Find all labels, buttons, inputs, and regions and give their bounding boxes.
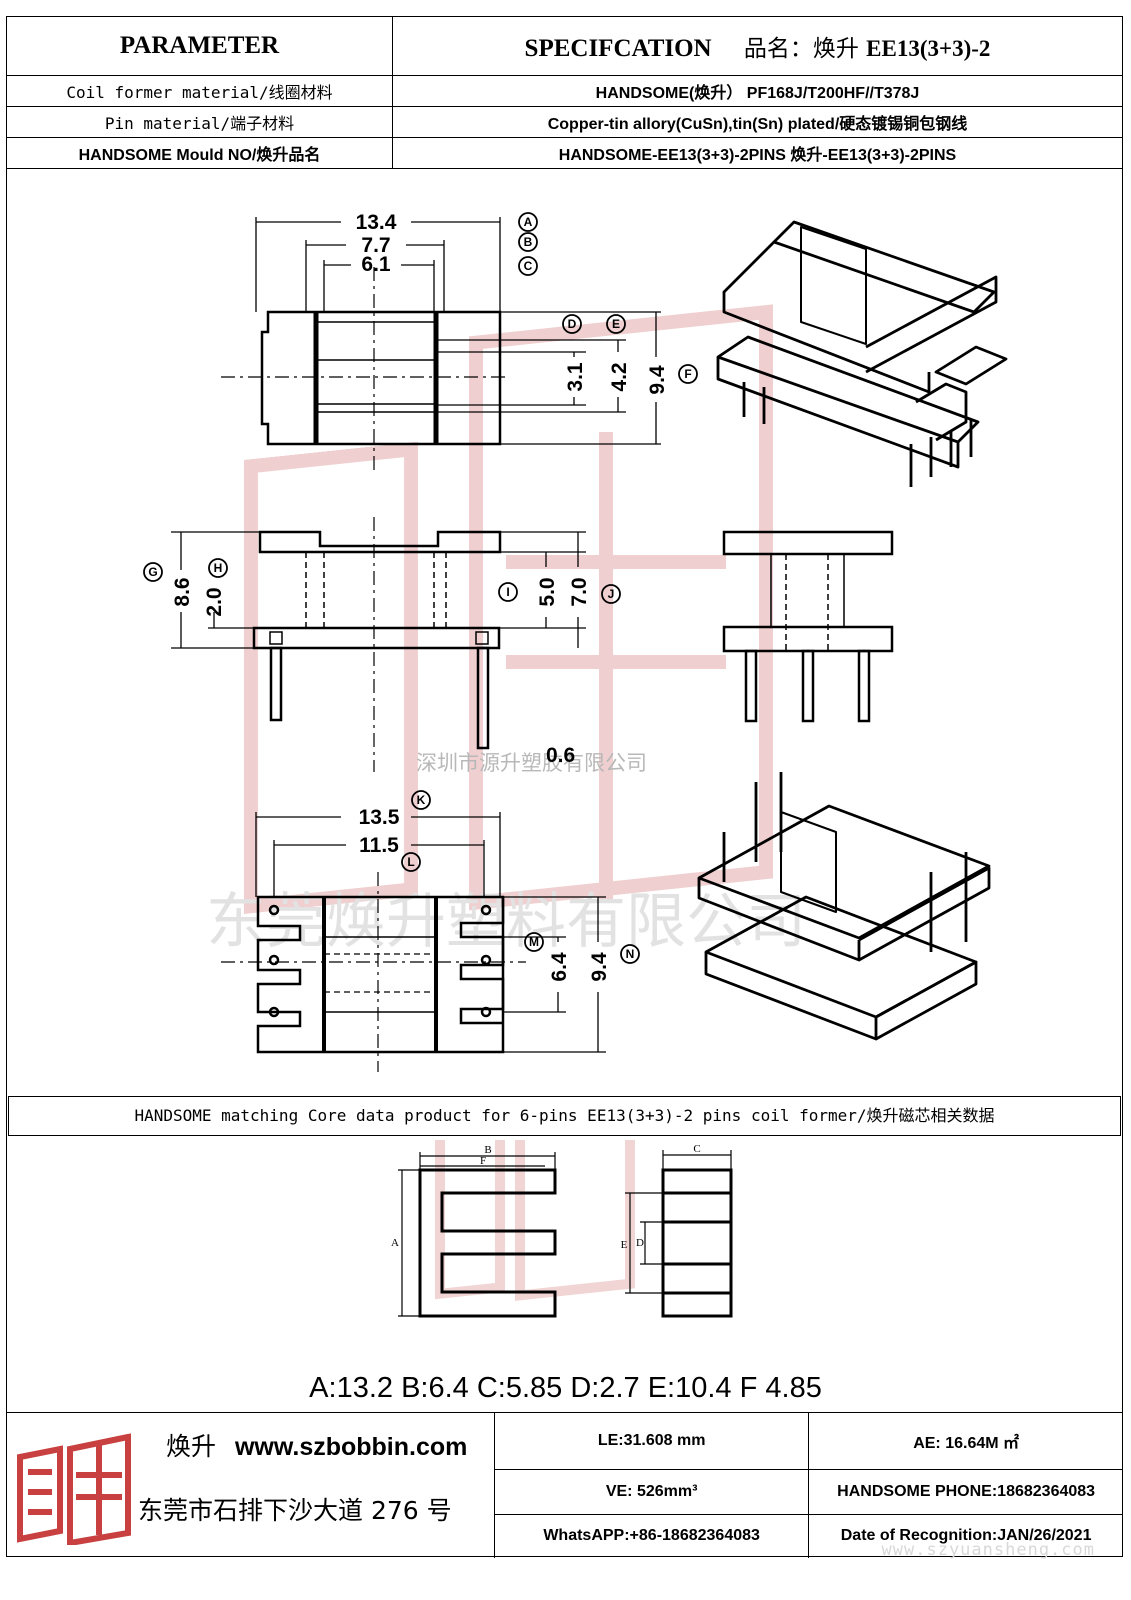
dim-8-6: 8.6 [171,577,194,606]
header-row: PARAMETER SPECIFCATION 品名：焕升 EE13(3+3)-2 [6,16,1123,76]
param-value: HANDSOME(焕升） PF168J/T200HF//T378J [392,75,1123,107]
svg-text:C: C [524,259,533,273]
param-value: Copper-tin allory(CuSn),tin(Sn) plated/硬… [392,106,1123,138]
svg-text:H: H [214,561,223,575]
callout-circles [143,212,698,964]
e-core-front [398,1152,557,1318]
svg-text:A: A [524,215,533,229]
svg-text:D: D [568,317,577,331]
product-name: 品名：焕升 EE13(3+3)-2 [744,36,991,62]
core-dim-labels: A B F C D E [391,1143,701,1251]
svg-text:B: B [484,1144,491,1156]
dim-9-4-top: 9.4 [646,365,669,395]
svg-text:N: N [626,947,635,961]
specification-label: SPECIFCATION [524,35,712,62]
core-data-title: HANDSOME matching Core data product for … [8,1096,1121,1136]
whatsapp-value: WhatsAPP:+86-18682364083 [493,1513,809,1558]
svg-text:F: F [684,367,691,381]
svg-text:J: J [608,587,615,601]
footer: 焕升 www.szbobbin.com 东莞市石排下沙大道 276 号 LE:3… [6,1412,1123,1558]
svg-text:C: C [693,1143,700,1155]
core-parameters-table: LE:31.608 mm AE: 16.64M ㎡ VE: 526mm³ HAN… [493,1413,1123,1558]
dim-6-4: 6.4 [548,952,571,982]
svg-text:F: F [480,1155,486,1167]
ae-value: AE: 16.64M ㎡ [808,1413,1123,1470]
parameter-table: PARAMETER SPECIFCATION 品名：焕升 EE13(3+3)-2… [6,16,1123,169]
dim-pin: 0.6 [546,744,575,767]
dimension-labels: 13.4 7.7 6.1 3.1 4.2 9.4 8.6 2.0 5.0 7.0… [171,211,669,982]
core-watermark-logo [435,1140,635,1301]
company-address: 东莞市石排下沙大道 276 号 [138,1496,452,1525]
svg-text:D: D [636,1237,644,1249]
svg-text:L: L [407,855,414,869]
svg-text:B: B [524,235,533,249]
svg-text:K: K [417,793,426,807]
brand-line: 焕升 www.szbobbin.com [166,1427,467,1463]
e-core-side [625,1150,733,1318]
watermark-text-large: 东莞焕升塑料有限公司 [206,887,806,957]
param-label: Coil former material/线圈材料 [6,75,393,107]
isometric-view-bottom [697,772,991,1041]
website-link[interactable]: www.szbobbin.com [234,1433,468,1461]
dim-13-5: 13.5 [359,806,400,829]
svg-text:G: G [148,565,157,579]
name-label: 品名：焕升 [743,36,859,62]
dim-3-1: 3.1 [564,362,587,392]
le-value: LE:31.608 mm [493,1413,809,1470]
dim-13-4: 13.4 [356,211,397,234]
date-value: Date of Recognition:JAN/26/2021 [808,1513,1123,1558]
svg-text:M: M [529,935,539,949]
parameter-heading: PARAMETER [6,16,393,76]
param-label: HANDSOME Mould NO/焕升品名 [6,137,393,169]
top-view [221,217,661,472]
phone-value: HANDSOME PHONE:18682364083 [808,1469,1123,1515]
front-view [722,530,894,723]
dim-5-0: 5.0 [536,577,559,606]
brand-name: 焕升 [166,1432,217,1461]
svg-text:I: I [506,585,509,599]
isometric-view-top [716,220,1008,487]
ve-value: VE: 526mm³ [493,1469,809,1515]
dim-7-7: 7.7 [361,234,390,257]
part-number: EE13(3+3)-2 [866,36,991,61]
dim-7-0: 7.0 [568,577,591,606]
watermark-url: www.szyuansheng.com [881,1540,1095,1560]
param-row-mould: HANDSOME Mould NO/焕升品名 HANDSOME-EE13(3+3… [6,137,1123,169]
side-view [171,517,586,772]
dim-9-4-bottom: 9.4 [588,952,611,982]
dim-11-5: 11.5 [359,834,399,857]
svg-text:E: E [612,317,620,331]
core-diagram: A B F C D E [391,1140,733,1318]
core-data-values: A:13.2 B:6.4 C:5.85 D:2.7 E:10.4 F 4.85 [309,1372,822,1404]
param-value: HANDSOME-EE13(3+3)-2PINS 焕升-EE13(3+3)-2P… [392,137,1123,169]
dim-6-1: 6.1 [361,253,391,276]
technical-drawings: 深圳市源升塑胶有限公司 东莞焕升塑料有限公司 [143,211,1008,1072]
param-row-coil: Coil former material/线圈材料 HANDSOME(焕升） P… [6,75,1123,107]
bottom-view [221,812,606,1072]
dim-2-0: 2.0 [203,587,226,616]
param-label: Pin material/端子材料 [6,106,393,138]
svg-text:E: E [621,1239,628,1251]
param-row-pin: Pin material/端子材料 Copper-tin allory(CuSn… [6,106,1123,138]
watermark-text-small: 深圳市源升塑胶有限公司 [416,752,647,775]
callout-letters: A B C D E F G H I J K L M N [148,215,691,961]
specification-heading: SPECIFCATION 品名：焕升 EE13(3+3)-2 [392,16,1123,76]
handsome-logo-icon [17,1433,131,1545]
dim-4-2: 4.2 [608,362,631,391]
svg-text:A: A [391,1237,399,1249]
